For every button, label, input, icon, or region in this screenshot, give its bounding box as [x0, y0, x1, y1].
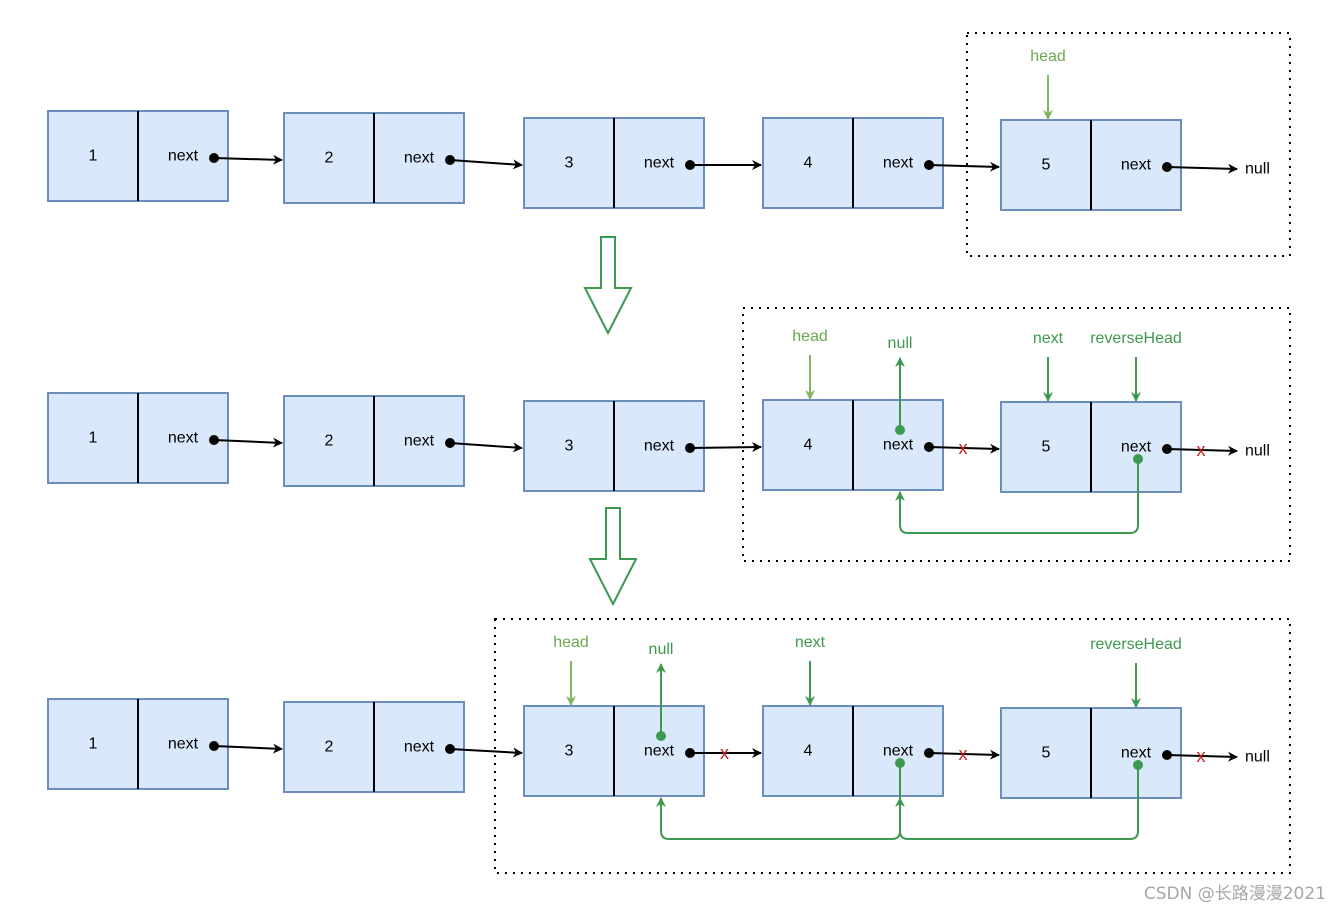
node-value: 5: [1042, 745, 1051, 762]
list-node: 3 next: [523, 400, 762, 492]
node-pointer-label: next: [883, 743, 914, 760]
next-link-arrow: [928, 443, 1000, 454]
list-node: 2 next: [283, 395, 523, 487]
node-pointer-label: next: [168, 736, 199, 753]
list-node: 5 next null x: [1000, 401, 1270, 493]
next-link-arrow: [449, 747, 523, 758]
focus-frame: [966, 32, 1291, 257]
node-pointer-label: next: [168, 148, 199, 165]
next-link-arrow: [1166, 163, 1238, 174]
node-value: 5: [1042, 157, 1051, 174]
node-value: 5: [1042, 439, 1051, 456]
node-value: 2: [325, 739, 334, 756]
pointer-label-reversehead: reverseHead: [1090, 636, 1182, 653]
broken-link-mark: x: [1197, 746, 1206, 766]
node-pointer-label: next: [1121, 157, 1152, 174]
pointer-label-next: next: [795, 634, 826, 651]
node-pointer-label: next: [404, 739, 435, 756]
tail-null-label: null: [1245, 749, 1270, 766]
pointer-label-head: head: [553, 634, 589, 651]
next-link-arrow: [689, 442, 762, 453]
next-link-arrow: [213, 437, 283, 448]
node-pointer-label: next: [883, 155, 914, 172]
next-link-arrow: [1166, 751, 1238, 762]
node-pointer-label: next: [644, 743, 675, 760]
node-value: 3: [565, 743, 574, 760]
tail-null-label: null: [1245, 161, 1270, 178]
list-node: 1 next: [47, 392, 283, 484]
node-pointer-label: next: [168, 430, 199, 447]
node-value: 1: [89, 148, 98, 165]
node-value: 3: [565, 155, 574, 172]
node-pointer-label: next: [644, 155, 675, 172]
node-value: 1: [89, 736, 98, 753]
list-node: 4 next: [762, 117, 1000, 209]
next-link-arrow: [1166, 445, 1238, 456]
next-link-arrow: [213, 743, 283, 754]
pointer-label-null: null: [888, 335, 913, 352]
node-pointer-label: next: [404, 150, 435, 167]
list-node: 4 next x: [762, 705, 1000, 797]
node-pointer-label: next: [1121, 439, 1152, 456]
list-node: 5 next null x: [1000, 707, 1270, 799]
pointer-label-head: head: [1030, 48, 1066, 65]
node-value: 4: [804, 437, 813, 454]
node-pointer-label: next: [883, 437, 914, 454]
list-node: 2 next: [283, 701, 523, 793]
broken-link-mark: x: [1197, 440, 1206, 460]
next-link-arrow: [928, 749, 1000, 760]
node-pointer-label: next: [1121, 745, 1152, 762]
list-node: 3 next: [523, 117, 762, 209]
reverse-link-arrow: [895, 765, 1139, 840]
node-value: 4: [804, 155, 813, 172]
next-link-arrow: [449, 159, 523, 170]
broken-link-mark: x: [959, 438, 968, 458]
pointer-label-reversehead: reverseHead: [1090, 330, 1182, 347]
next-link-arrow: [449, 442, 523, 453]
focus-frame: [742, 307, 1291, 562]
node-value: 2: [325, 150, 334, 167]
list-row-3: 1 next 2 next 3 next x 4 next x 5 next null x head null…: [47, 634, 1270, 840]
watermark: CSDN @长路漫漫2021: [1143, 884, 1326, 904]
node-pointer-label: next: [644, 438, 675, 455]
next-link-arrow: [928, 161, 1000, 172]
reverse-link-arrow: [895, 459, 1139, 534]
list-node: 2 next: [283, 112, 523, 204]
node-value: 2: [325, 433, 334, 450]
node-value: 4: [804, 743, 813, 760]
broken-link-mark: x: [720, 743, 729, 763]
list-node: 4 next x: [762, 399, 1000, 491]
list-node: 5 next null: [1000, 119, 1270, 211]
list-node: 1 next: [47, 110, 283, 202]
step-transition-arrow: [588, 507, 638, 607]
list-row-1: 1 next 2 next 3 next 4 next 5 next null head: [47, 48, 1270, 211]
broken-link-mark: x: [959, 744, 968, 764]
node-value: 3: [565, 438, 574, 455]
pointer-label-null: null: [649, 641, 674, 658]
focus-frame: [494, 618, 1291, 874]
next-link-arrow: [213, 154, 283, 165]
node-pointer-label: next: [404, 433, 435, 450]
node-value: 1: [89, 430, 98, 447]
tail-null-label: null: [1245, 443, 1270, 460]
list-node: 1 next: [47, 698, 283, 790]
list-node: 3 next x: [523, 705, 762, 797]
step-transition-arrow: [583, 236, 633, 336]
pointer-label-head: head: [792, 328, 828, 345]
pointer-label-next: next: [1033, 330, 1064, 347]
list-row-2: 1 next 2 next 3 next 4 next x 5 next null x head null n…: [47, 328, 1270, 534]
